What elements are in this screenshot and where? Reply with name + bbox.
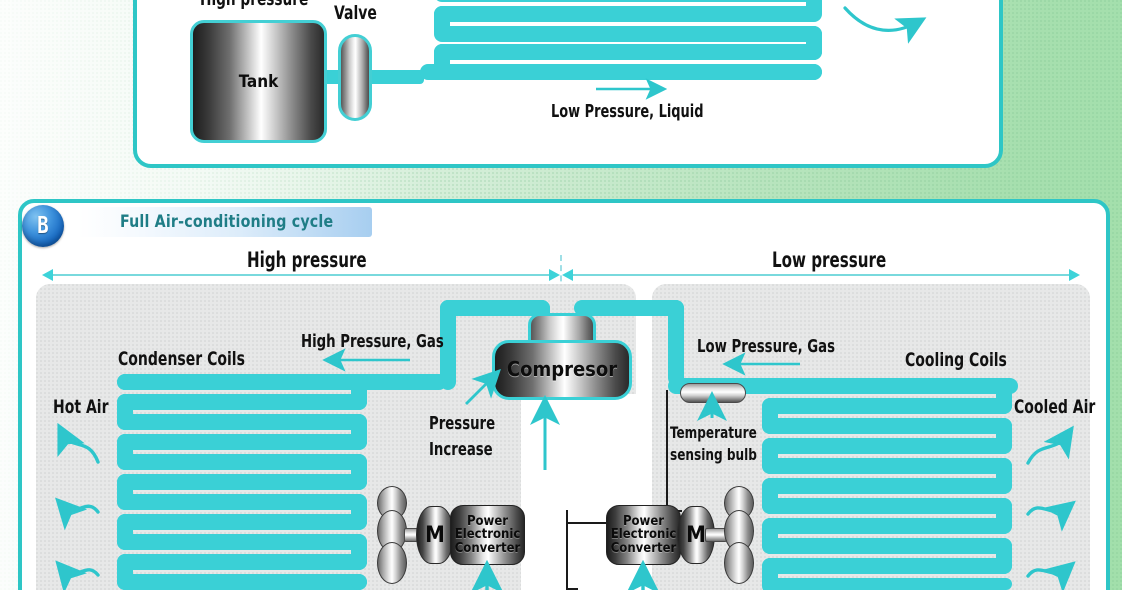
evaporator-power-converter: Power Electronic Converter (606, 505, 681, 565)
hot-air-label: Hot Air (53, 396, 109, 418)
condenser-motor: M (416, 506, 454, 564)
pipe-compressor-top-left (440, 300, 550, 316)
high-pressure-scale-label: High pressure (247, 248, 367, 272)
pipe-compressor-riser-left (440, 300, 456, 390)
section-b-heading: Full Air-conditioning cycle (120, 212, 334, 232)
high-pressure-left-arrow-icon (42, 269, 53, 281)
section-b-badge: B (22, 205, 64, 247)
converter-line-2: Electronic (454, 527, 521, 543)
pipe-compressor-top-right (574, 300, 684, 316)
high-pressure-right-arrow-icon (549, 269, 560, 281)
temp-bulb-label-line1: Temperature (670, 423, 757, 442)
compressor-body (492, 340, 632, 400)
low-pressure-left-arrow-icon (562, 269, 573, 281)
tank-label: Tank (238, 72, 279, 92)
valve-label: Valve (334, 2, 377, 24)
section-b-badge-letter: B (37, 212, 49, 239)
high-pressure-axis (52, 274, 550, 276)
low-pressure-gas-label: Low Pressure, Gas (697, 336, 836, 357)
low-pressure-liquid-label: Low Pressure, Liquid (551, 101, 704, 122)
pressure-increase-label-line2: Increase (429, 439, 493, 460)
high-pressure-gas-label: High Pressure, Gas (301, 331, 444, 352)
low-pressure-scale-label: Low pressure (772, 248, 887, 272)
pipe-compressor-riser-right (668, 300, 684, 386)
temp-bulb-label-line2: sensing bulb (670, 445, 757, 464)
low-pressure-axis (572, 274, 1070, 276)
low-pressure-right-arrow-icon (1069, 269, 1080, 281)
pipe-valve-to-coil (362, 70, 424, 84)
temperature-sensing-bulb (680, 383, 746, 403)
section-b-header-bar: Full Air-conditioning cycle (78, 207, 372, 237)
converter-line-3-right: Converter (610, 540, 677, 556)
converter-line-3: Converter (454, 540, 521, 556)
capillary-tube-down (566, 510, 578, 590)
cooled-air-label: Cooled Air (1014, 396, 1096, 418)
converter-line-2-right: Electronic (610, 527, 677, 543)
converter-line-1: Power (466, 514, 509, 530)
condenser-motor-label: M (425, 522, 445, 548)
pipe-condenser-to-compressor-horizontal (117, 374, 447, 390)
cooling-coils-label: Cooling Coils (905, 349, 1007, 371)
valve-body (338, 34, 372, 121)
condenser-power-converter: Power Electronic Converter (450, 505, 525, 565)
panel-a-high-pressure-label: High pressure (200, 0, 308, 10)
tank-body (190, 20, 327, 143)
compressor-label: Compresor (506, 357, 618, 381)
evaporator-motor-label: M (686, 522, 706, 548)
converter-line-1-right: Power (622, 514, 665, 530)
pressure-increase-label-line1: Pressure (429, 413, 496, 434)
condenser-coils-label: Condenser Coils (118, 348, 245, 370)
